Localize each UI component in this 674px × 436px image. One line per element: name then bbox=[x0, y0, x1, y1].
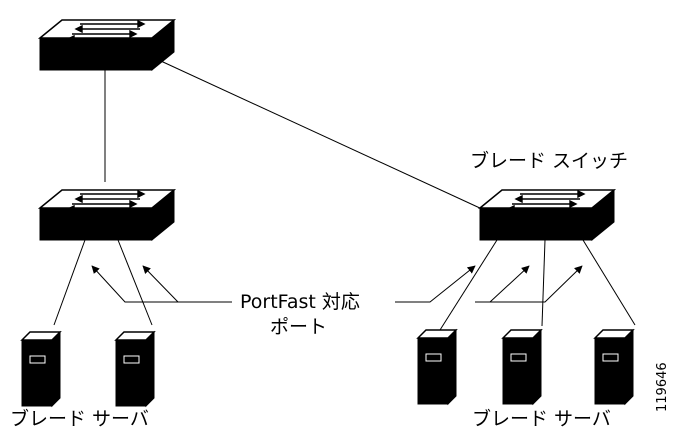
switch-blade bbox=[479, 189, 615, 241]
figure-id: 119646 bbox=[655, 362, 670, 412]
blade-server-right-2 bbox=[502, 329, 542, 405]
portfast-arrows bbox=[91, 265, 583, 303]
blade-switch-label: ブレード スイッチ bbox=[470, 149, 628, 172]
blade-server-left-1 bbox=[21, 331, 61, 407]
link-blade-to-server-5 bbox=[582, 239, 636, 326]
link-top-to-blade-switch bbox=[149, 55, 483, 210]
connection-lines bbox=[53, 55, 636, 331]
switch-mid-left bbox=[39, 189, 175, 241]
switch-top bbox=[39, 19, 175, 71]
link-blade-to-server-3 bbox=[439, 239, 498, 331]
link-mid-to-server-2 bbox=[117, 239, 153, 326]
blade-servers-right-label: ブレード サーバ bbox=[472, 407, 611, 430]
link-mid-to-server-1 bbox=[53, 239, 86, 326]
blade-server-right-3 bbox=[594, 329, 634, 405]
blade-servers-left-label: ブレード サーバ bbox=[10, 407, 149, 430]
blade-server-right-1 bbox=[417, 329, 457, 405]
link-blade-to-server-4 bbox=[541, 239, 546, 327]
portfast-label: PortFast 対応 bbox=[240, 291, 360, 313]
blade-server-left-2 bbox=[115, 331, 155, 407]
portfast-label-line2: ポート bbox=[270, 316, 327, 338]
